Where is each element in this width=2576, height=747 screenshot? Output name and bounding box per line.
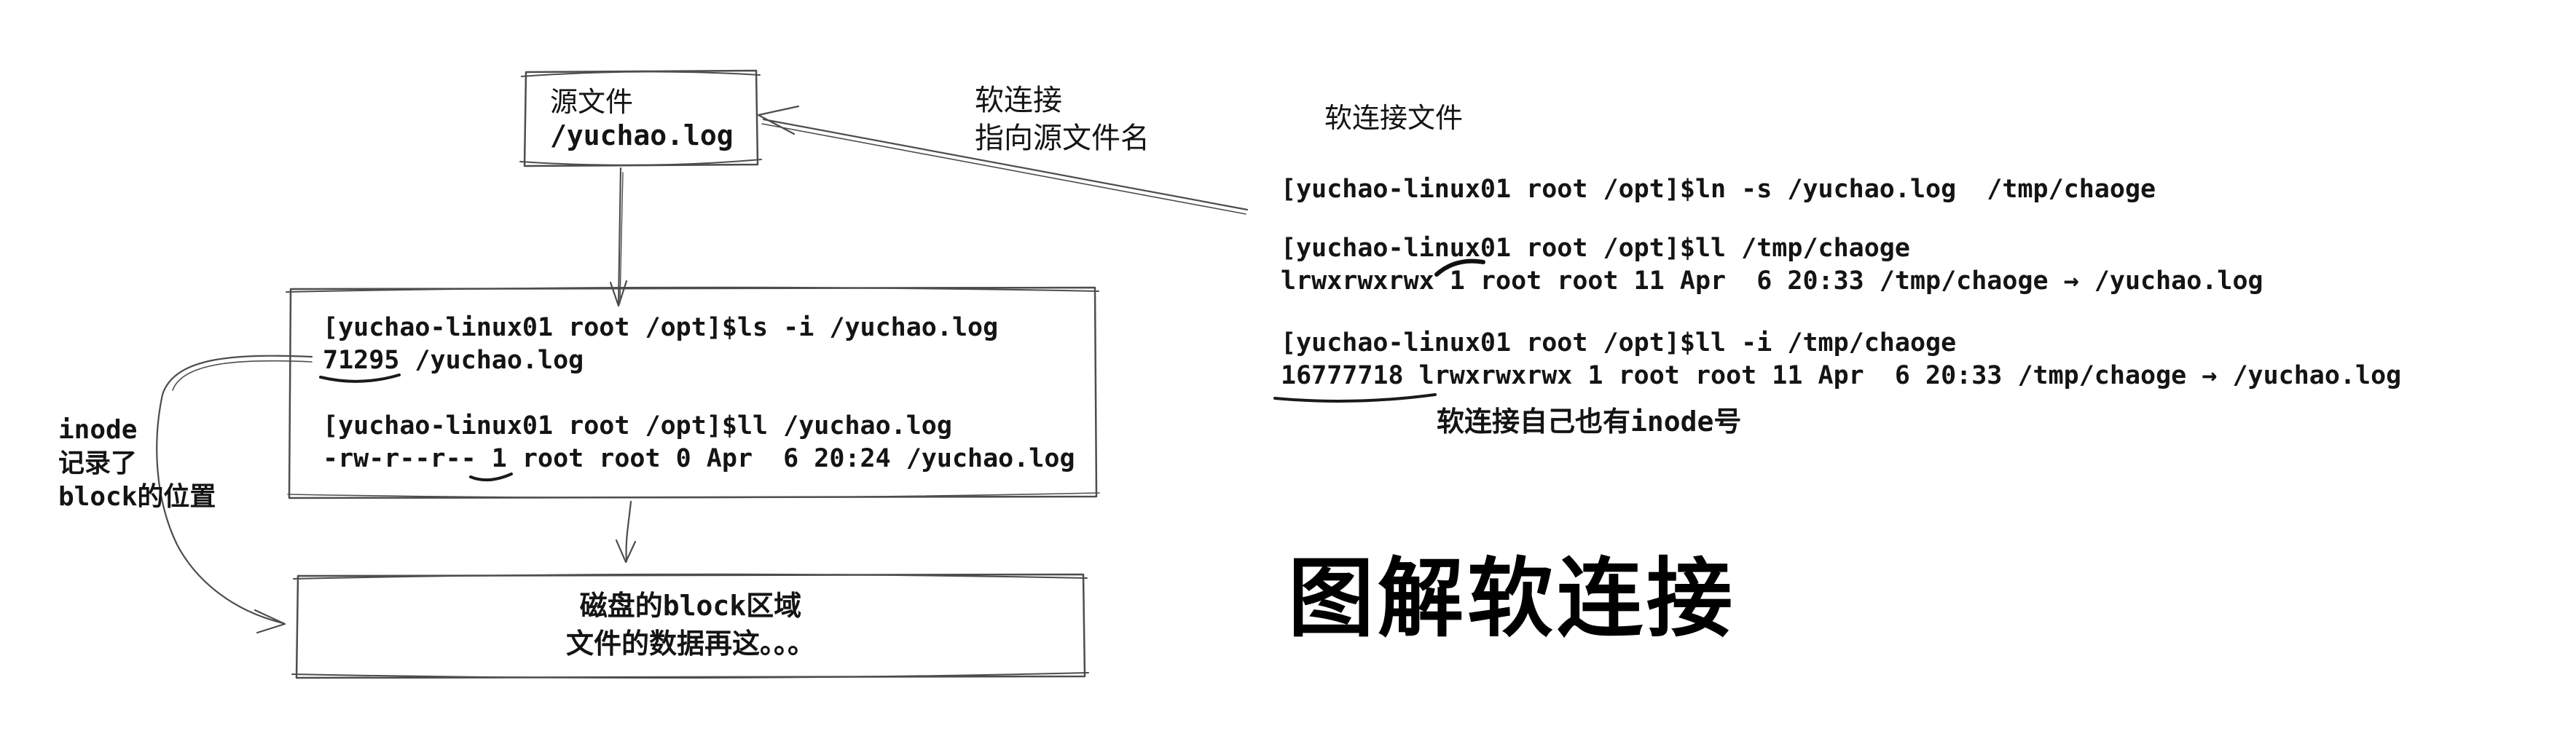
symlink-heading: 软连接文件 <box>1324 103 1464 134</box>
page-title: 图解软连接 <box>1288 551 1737 647</box>
inode-annotation-line3: block的位置 <box>58 482 216 512</box>
ll-i-symlink-output: 16777718 lrwxrwxrwx 1 root root 11 Apr 6… <box>1281 361 2402 390</box>
inode-underline-71295 <box>319 374 401 383</box>
inode-annotation-line1: inode <box>58 415 138 445</box>
ll-symlink-output: lrwxrwxrwx 1 root root 11 Apr 6 20:33 /t… <box>1281 266 2263 296</box>
cmd-ls-inode: [yuchao-linux01 root /opt]$ls -i /yuchao… <box>323 313 999 342</box>
symlink-inode-underline <box>1273 393 1437 403</box>
arrow-terminal-to-block <box>615 500 637 564</box>
arrow-source-to-terminal <box>609 167 628 307</box>
terminal-box-outline <box>286 286 1100 499</box>
soft-link-arrow <box>757 105 1249 215</box>
soft-link-annotation: 软连接指向源文件名 <box>975 82 1150 157</box>
cmd-ll-symlink: [yuchao-linux01 root /opt]$ll /tmp/chaog… <box>1281 234 1910 263</box>
cmd-ll-i-symlink: [yuchao-linux01 root /opt]$ll -i /tmp/ch… <box>1281 328 1957 357</box>
inode-to-block-arrow <box>156 355 313 634</box>
cmd-ll-source: [yuchao-linux01 root /opt]$ll /yuchao.lo… <box>323 411 952 440</box>
symlink-inode-note: 软连接自己也有inode号 <box>1437 406 1742 438</box>
disk-block-line1: 磁盘的block区域 <box>579 590 802 622</box>
ll-source-output: -rw-r--r-- 1 root root 0 Apr 6 20:24 /yu… <box>323 444 1075 473</box>
soft-link-annotation-line1: 软连接 <box>975 84 1062 116</box>
cmd-ln-s: [yuchao-linux01 root /opt]$ln -s /yuchao… <box>1281 175 2156 204</box>
source-file-title: 源文件 <box>550 87 634 118</box>
soft-link-annotation-line2: 指向源文件名 <box>975 122 1150 154</box>
link-count-underline <box>469 473 513 482</box>
inode-annotation-line2: 记录了 <box>58 448 138 478</box>
disk-block-box-outline <box>291 573 1089 679</box>
ls-inode-output: 71295 /yuchao.log <box>323 346 584 375</box>
source-file-path: /yuchao.log <box>550 119 734 151</box>
link-count-tick <box>1434 258 1485 277</box>
disk-block-box-text: 磁盘的block区域文件的数据再这。。。 <box>297 587 1085 663</box>
source-file-box-outline <box>519 69 762 167</box>
disk-block-line2: 文件的数据再这。。。 <box>565 628 815 660</box>
